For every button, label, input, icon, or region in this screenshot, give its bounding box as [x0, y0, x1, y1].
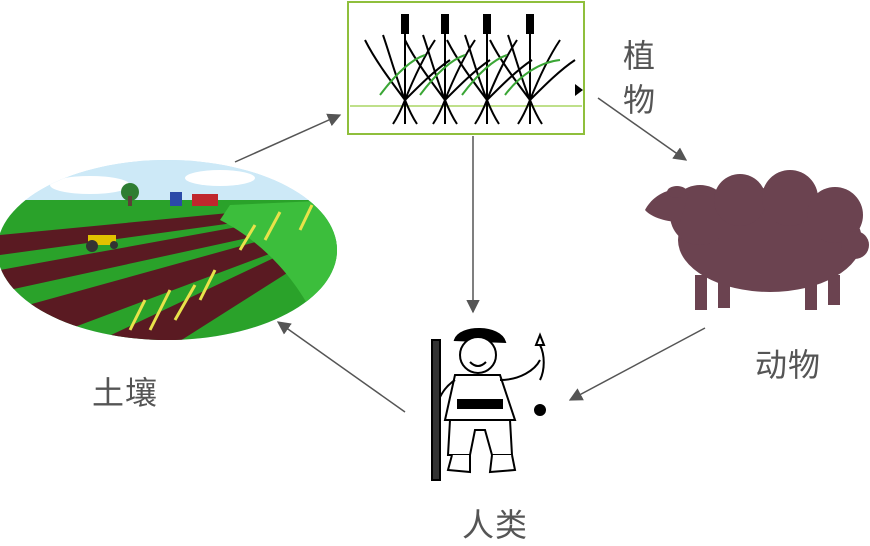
soil-label: 土壤: [92, 374, 159, 412]
animal-label: 动物: [755, 346, 822, 384]
plant-label: 植 物: [623, 37, 657, 119]
sheep-silhouette: [645, 170, 869, 310]
arrow-plant-to-animal: [597, 97, 688, 161]
plant-illustration: [347, 1, 585, 135]
arrows: [234, 97, 706, 413]
farmer-illustration: [431, 328, 546, 481]
farm-field-illustration: [0, 160, 337, 340]
arrow-human-to-soil: [276, 321, 406, 413]
human-label: 人类: [462, 506, 529, 544]
arrow-animal-to-human: [568, 327, 706, 401]
arrow-soil-to-plant: [234, 113, 342, 163]
